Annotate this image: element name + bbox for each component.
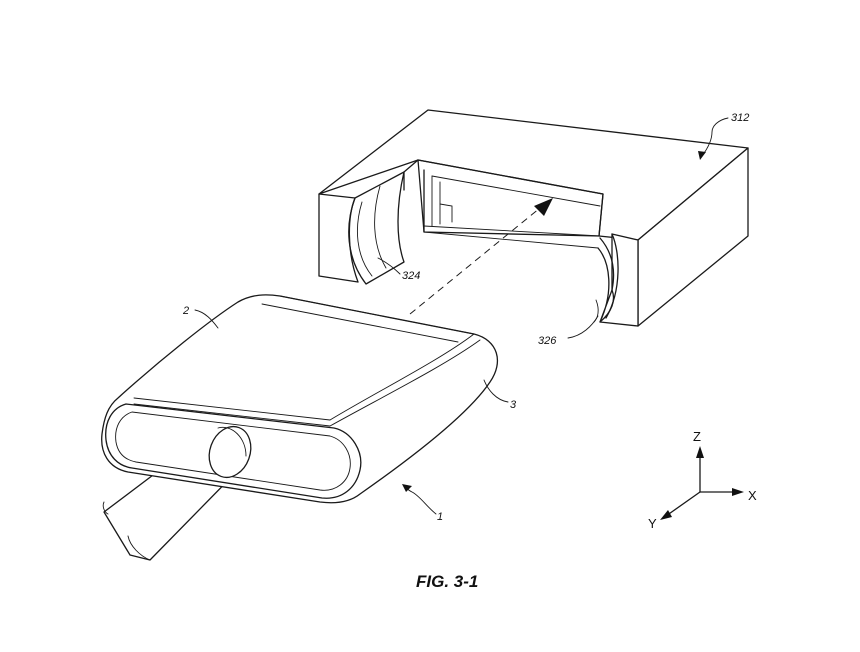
axis-label-x: X [748, 488, 757, 503]
receptacle-recess-left [348, 171, 405, 285]
ref-1: 1 [437, 511, 443, 523]
axis-label-y: Y [648, 516, 657, 531]
receptacle-front-face-right [599, 233, 639, 327]
axis-triad: Z X Y [648, 429, 757, 531]
cable-entry [208, 425, 252, 479]
reference-labels: 312 324 326 2 3 1 [182, 112, 749, 523]
axis-label-z: Z [693, 429, 701, 444]
plug [101, 294, 499, 504]
receptacle-recess-right [597, 237, 615, 323]
insertion-path [409, 198, 553, 315]
y-axis-line [665, 491, 701, 517]
ref-2: 2 [182, 305, 189, 317]
ref-324: 324 [402, 270, 420, 282]
ref-326: 326 [538, 335, 557, 347]
figure-caption: FIG. 3-1 [416, 572, 478, 591]
receptacle [318, 109, 749, 327]
ref-312: 312 [731, 112, 749, 124]
insertion-arrowhead [534, 198, 553, 216]
ref-3: 3 [510, 399, 517, 411]
